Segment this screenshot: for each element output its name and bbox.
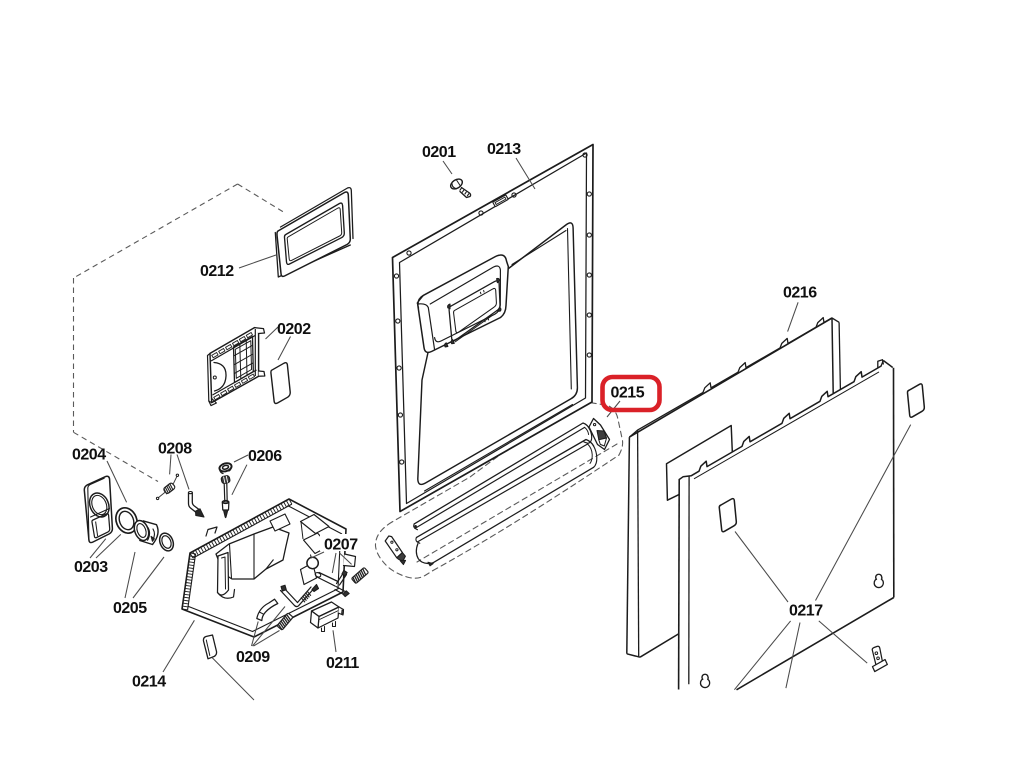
svg-text:0209: 0209: [236, 649, 270, 666]
svg-text:0212: 0212: [200, 263, 234, 280]
svg-text:0201: 0201: [422, 144, 456, 161]
svg-text:0208: 0208: [158, 441, 192, 458]
svg-text:0205: 0205: [113, 600, 147, 617]
svg-text:0204: 0204: [72, 447, 106, 464]
svg-text:0215: 0215: [611, 385, 645, 402]
svg-text:0207: 0207: [324, 537, 358, 554]
svg-text:0214: 0214: [132, 674, 166, 691]
svg-text:0211: 0211: [326, 655, 359, 672]
svg-text:0217: 0217: [789, 603, 823, 620]
svg-text:0202: 0202: [277, 321, 311, 338]
svg-text:0206: 0206: [248, 448, 282, 465]
svg-text:0216: 0216: [783, 285, 817, 302]
svg-text:0203: 0203: [74, 559, 108, 576]
svg-text:0213: 0213: [487, 141, 521, 158]
